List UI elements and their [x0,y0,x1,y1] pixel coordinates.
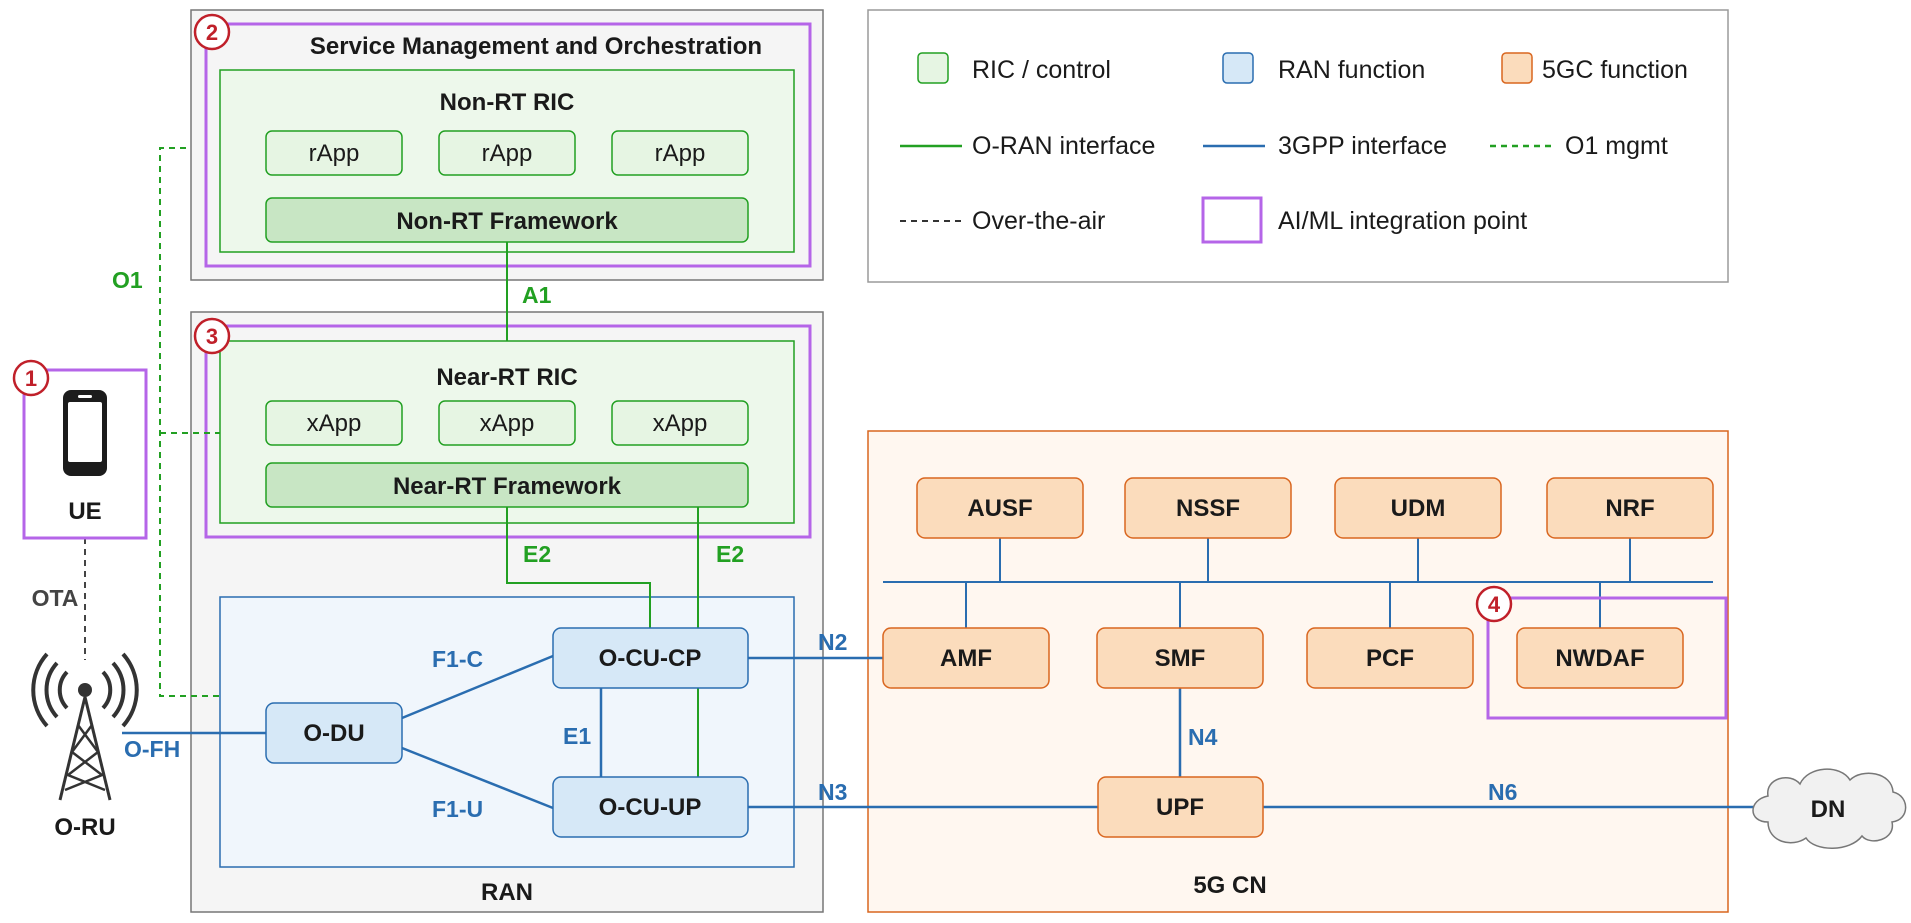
udm-box [1334,477,1502,539]
dn-cloud-shape [1752,768,1907,849]
legend-aiml-point: AI/ML integration point [1278,207,1527,235]
xapp-box [265,400,403,446]
iface-n6: N6 [1488,779,1517,805]
ran-title: RAN [481,879,533,906]
udm-label: UDM [1391,495,1446,522]
rapp-label: rApp [309,140,360,167]
smo-title: Service Management and Orchestration [310,33,762,60]
ran-functions: O-DU O-CU-CP O-CU-UP [265,627,749,838]
legend-swatch-ran [1222,52,1254,84]
legend-swatch-ric [917,52,949,84]
o-cu-up-box [552,776,749,838]
rapp-box [265,130,403,176]
badge-3 [193,317,231,355]
iface-e1: E1 [563,723,591,749]
xapp-label: xApp [653,410,708,437]
near-rt-framework-label: Near-RT Framework [393,473,622,500]
legend-ric-control: RIC / control [972,56,1111,84]
badge-4-label: 4 [1488,592,1501,617]
rapp-box [611,130,749,176]
smf-box [1096,627,1264,689]
pcf-box [1306,627,1474,689]
iface-n3: N3 [818,779,847,805]
legend-5gc-function: 5GC function [1542,56,1688,84]
nwdaf-box [1516,627,1684,689]
iface-e2-left: E2 [523,541,551,567]
badge-2-label: 2 [206,20,218,45]
near-rt-ric-title: Near-RT RIC [436,364,577,391]
f1-u-link [401,746,554,810]
dn-cloud: DN [1752,768,1907,849]
nssf-label: NSSF [1176,495,1240,522]
badge-4 [1475,585,1513,623]
rapp-label: rApp [655,140,706,167]
legend-over-the-air: Over-the-air [972,207,1105,235]
upf-box [1097,776,1264,838]
iface-e2-right: E2 [716,541,744,567]
smf-label: SMF [1155,645,1206,672]
legend: RIC / control RAN function 5GC function … [867,9,1729,283]
legend-ran-function: RAN function [1278,56,1425,84]
legend-swatch-aiml [1201,196,1263,244]
non-rt-ric-title: Non-RT RIC [440,89,575,116]
o-cu-cp-box [552,627,749,689]
badge-1 [12,359,50,397]
o-du-box [265,702,403,764]
ue-label: UE [68,498,101,525]
iface-o-fh: O-FH [124,736,180,762]
nwdaf-label: NWDAF [1555,645,1644,672]
connections [84,147,1757,810]
aiml-highlight-nwdaf [1486,596,1728,720]
legend-frame [867,9,1729,283]
ausf-box [916,477,1084,539]
nrf-box [1546,477,1714,539]
f1-c-link [401,654,554,720]
ran-block: RAN Near-RT RIC xApp xApp xApp Near-RT F… [190,311,824,913]
o-cu-cp-label: O-CU-CP [599,645,702,672]
iface-f1-u: F1-U [432,796,483,822]
pcf-label: PCF [1366,645,1414,672]
legend-oran-interface: O-RAN interface [972,132,1155,160]
interface-labels: A1 O1 E2 E2 OTA O-FH F1-C F1-U E1 N2 N3 … [32,267,1518,822]
badge-3-label: 3 [206,324,218,349]
amf-box [882,627,1050,689]
upf-label: UPF [1156,794,1204,821]
iface-ota: OTA [32,585,79,611]
ue-block: UE 1 [12,359,148,540]
o-du-label: O-DU [303,720,364,747]
smo-block: Service Management and Orchestration Non… [190,9,824,281]
core-functions: AUSF NSSF UDM NRF AMF SMF PCF NWDAF 4 UP… [882,477,1728,838]
radio-tower-icon [31,652,139,801]
nssf-box [1124,477,1292,539]
xapp-box [438,400,576,446]
o1-link [159,147,220,697]
legend-3gpp-interface: 3GPP interface [1278,132,1447,160]
core-title: 5G CN [1193,872,1266,899]
ausf-label: AUSF [967,495,1032,522]
legend-swatch-core [1501,52,1533,84]
iface-a1: A1 [522,282,552,308]
badge-2 [193,13,231,51]
dn-label: DN [1811,796,1846,823]
xapp-label: xApp [480,410,535,437]
nrf-label: NRF [1605,495,1654,522]
e2-link-left [506,507,651,628]
o-cu-up-label: O-CU-UP [599,794,702,821]
badge-1-label: 1 [25,366,37,391]
smartphone-icon [63,390,107,476]
legend-o1-mgmt: O1 mgmt [1565,132,1668,160]
iface-n2: N2 [818,629,847,655]
rapp-box [438,130,576,176]
o-ru-label: O-RU [54,814,115,841]
xapp-label: xApp [307,410,362,437]
rapp-label: rApp [482,140,533,167]
xapp-box [611,400,749,446]
iface-o1: O1 [112,267,143,293]
amf-label: AMF [940,645,992,672]
iface-n4: N4 [1188,724,1218,750]
non-rt-framework-label: Non-RT Framework [396,208,618,235]
iface-f1-c: F1-C [432,646,483,672]
